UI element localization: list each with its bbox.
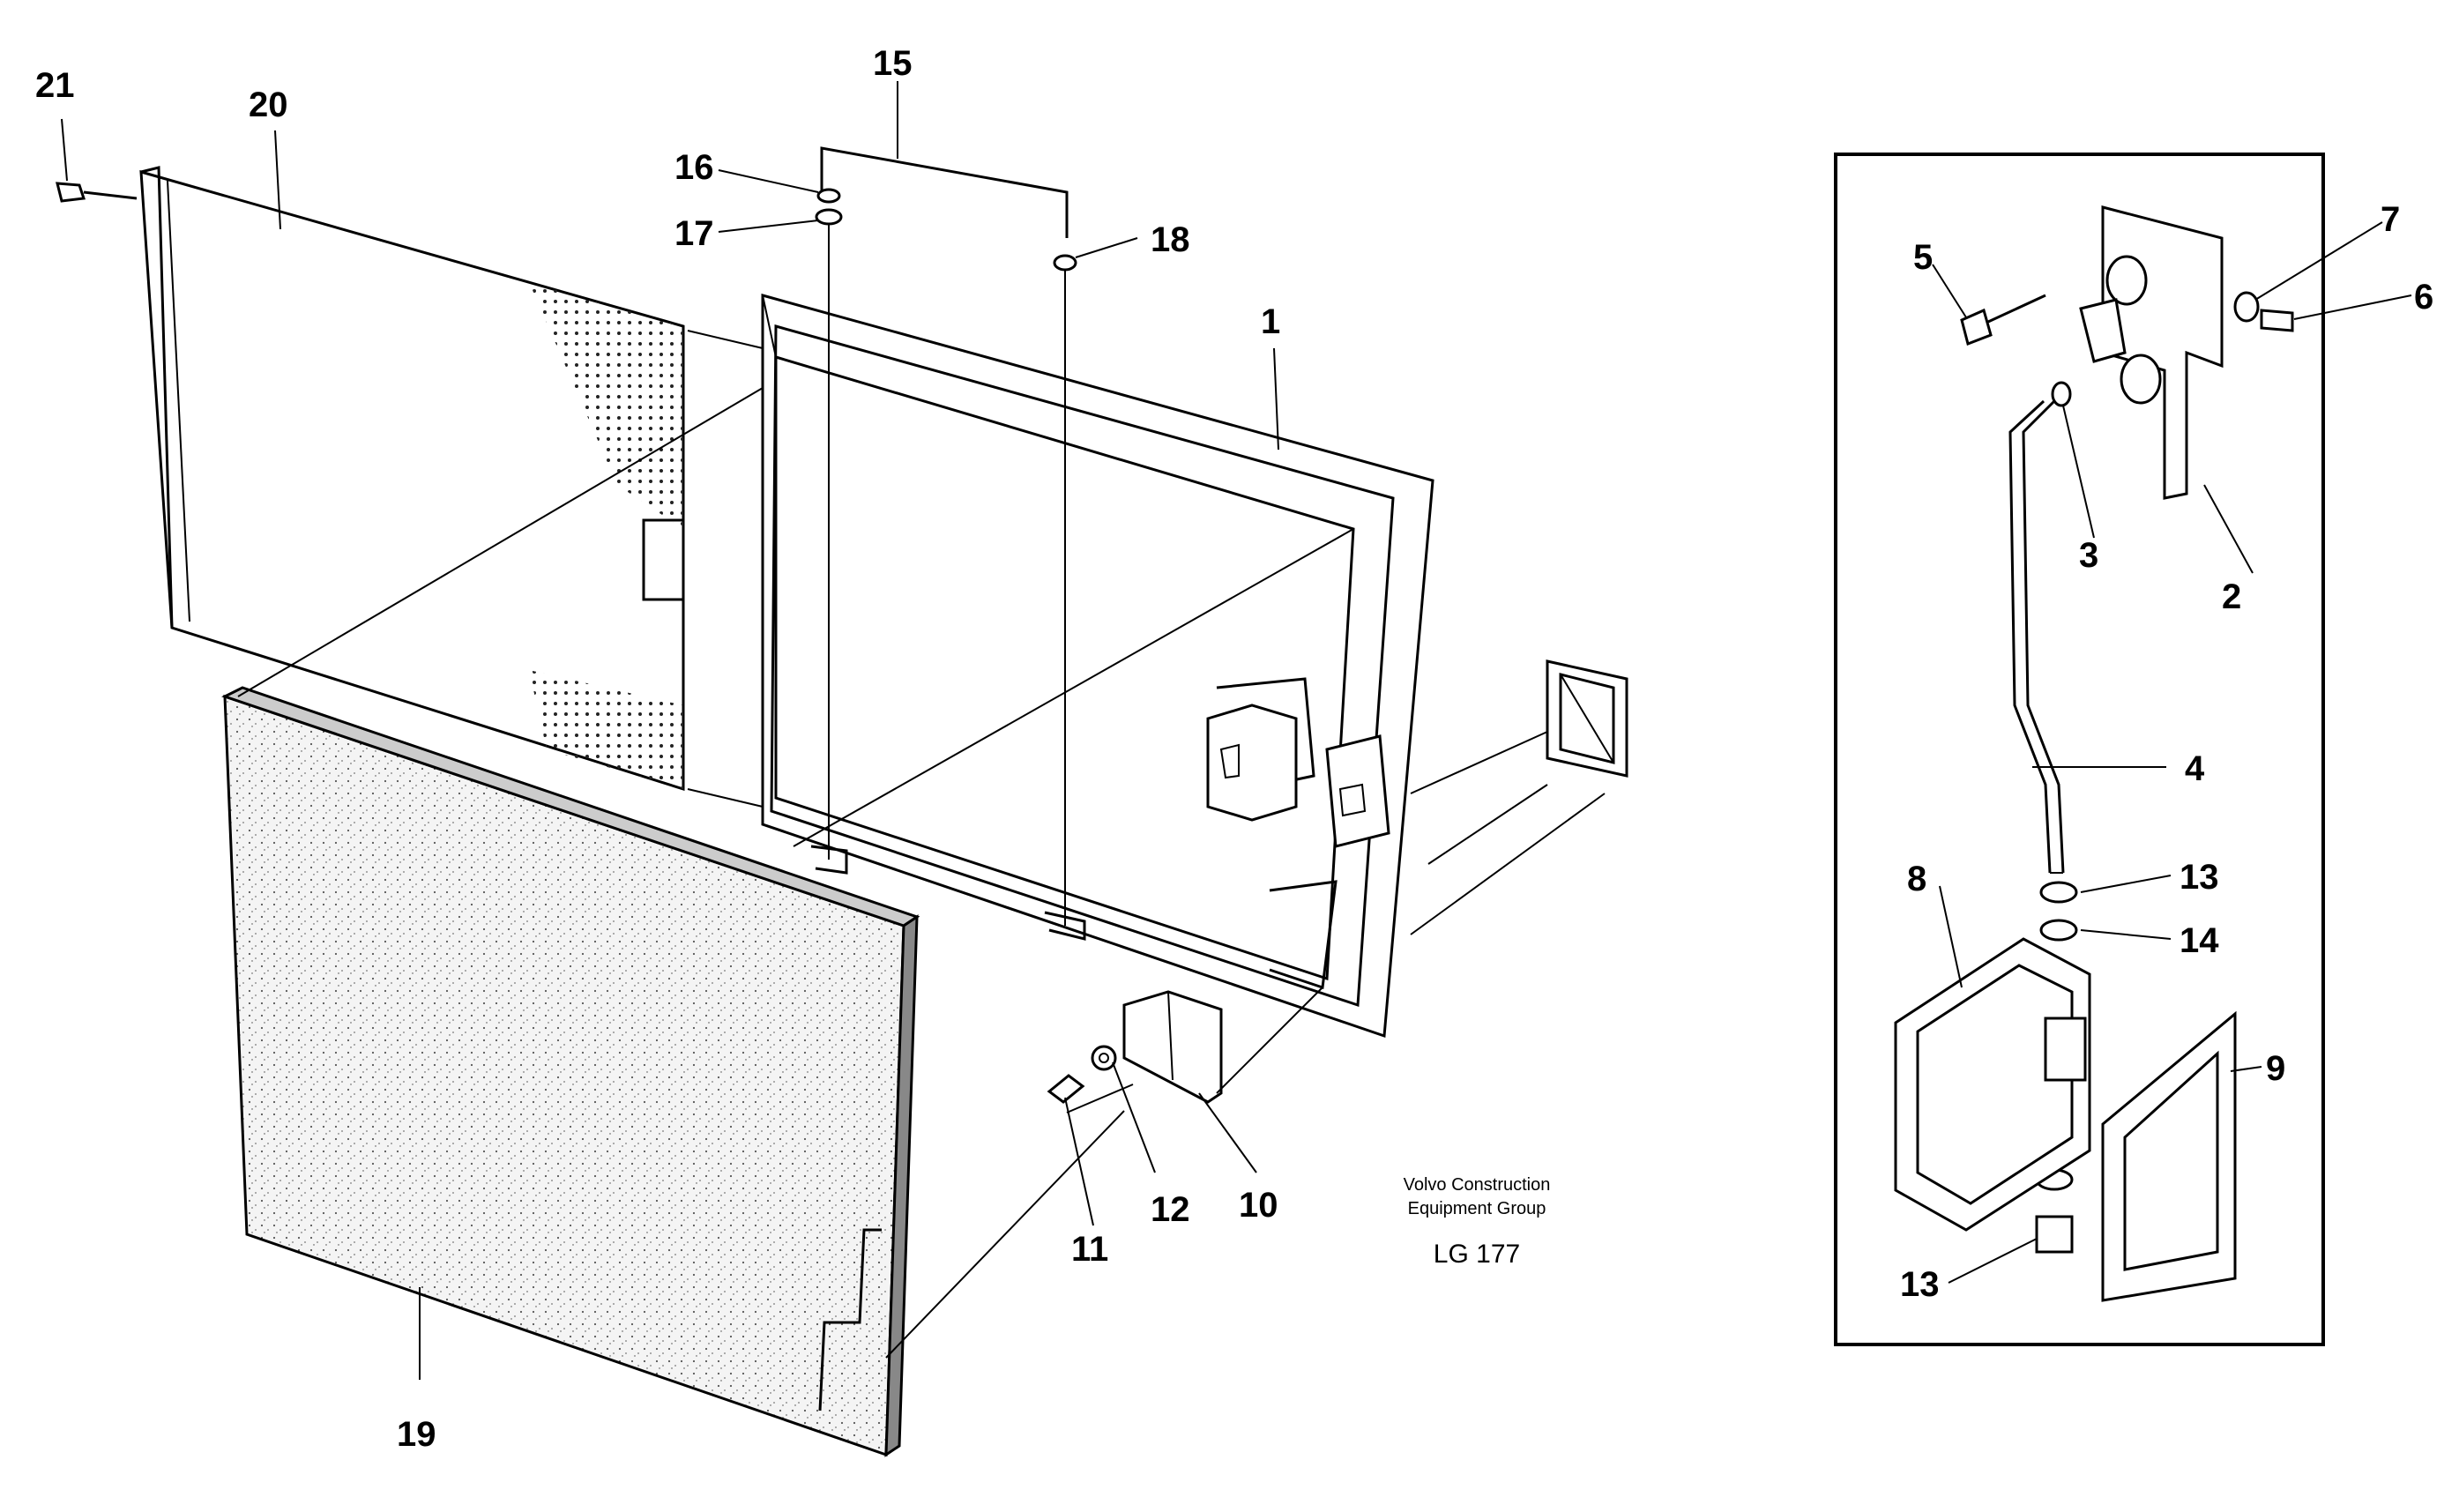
screw-part-5 [1960, 294, 2046, 346]
callout-21: 21 [35, 66, 75, 105]
main-callout-labels: 21 20 15 16 17 18 1 19 10 11 12 [35, 44, 1280, 1454]
leader-9 [2230, 1066, 2262, 1072]
screw-part-11 [1047, 1074, 1085, 1104]
leader-3 [2062, 405, 2095, 539]
hinge-bracket-left [1206, 704, 1298, 822]
callout-13-bottom: 13 [1900, 1265, 1940, 1304]
callout-16: 16 [674, 148, 714, 187]
callout-19: 19 [397, 1415, 436, 1454]
inset-detail: 5 7 6 3 2 4 8 13 14 9 13 [1834, 153, 2433, 1346]
leader-8 [1939, 885, 1963, 988]
callout-6: 6 [2414, 278, 2433, 317]
leader-7 [2254, 221, 2383, 301]
callout-2: 2 [2222, 577, 2241, 616]
washer-part-7 [2233, 291, 2260, 323]
washer-part-12 [1091, 1045, 1117, 1071]
callout-11: 11 [1071, 1230, 1108, 1269]
callout-4: 4 [2185, 749, 2205, 788]
handle-assembly [1546, 659, 1628, 778]
callout-15: 15 [873, 44, 913, 83]
rod-part-15 [810, 146, 1086, 941]
caption-line-1: Volvo Construction [1404, 1175, 1551, 1195]
screw-part-21 [56, 182, 138, 203]
caption-code: LG 177 [1434, 1240, 1520, 1269]
latch-bracket-part-10 [1122, 990, 1223, 1104]
caption: Volvo Construction Equipment Group LG 17… [1404, 1175, 1551, 1269]
callout-1: 1 [1261, 302, 1280, 341]
leader-2 [2203, 484, 2254, 574]
lock-plate-part-2 [2079, 205, 2224, 500]
gasket-part-9 [2101, 1010, 2237, 1302]
main-leader-lines [61, 81, 1279, 1380]
callout-12: 12 [1151, 1190, 1190, 1229]
screw-part-6 [2260, 309, 2294, 332]
callout-5: 5 [1913, 238, 1933, 277]
leader-13-bottom [1948, 1238, 2038, 1284]
callout-14: 14 [2180, 921, 2219, 960]
insulated-panel-part-19 [221, 686, 920, 1457]
callout-9: 9 [2266, 1049, 2285, 1088]
callout-17: 17 [674, 214, 714, 253]
projection-lines [237, 330, 1606, 1359]
washers-part-13-14 [2035, 881, 2078, 1254]
caption-line-2: Equipment Group [1408, 1199, 1546, 1218]
perforated-panel-part-20 [139, 166, 685, 792]
leader-14 [2080, 929, 2172, 940]
hinge-bracket-right [1325, 734, 1390, 848]
callout-20: 20 [249, 86, 288, 124]
callout-8: 8 [1907, 860, 1926, 898]
callout-13-top: 13 [2180, 858, 2219, 897]
callout-18: 18 [1151, 220, 1190, 259]
leader-6 [2293, 294, 2412, 320]
latch-housing-part-8 [1894, 937, 2091, 1232]
callout-3: 3 [2079, 536, 2098, 575]
callout-10: 10 [1239, 1186, 1278, 1225]
rod-part-4 [2008, 381, 2072, 874]
leader-5 [1932, 264, 1967, 318]
callout-7: 7 [2381, 200, 2400, 239]
leader-13-top [2080, 875, 2172, 893]
